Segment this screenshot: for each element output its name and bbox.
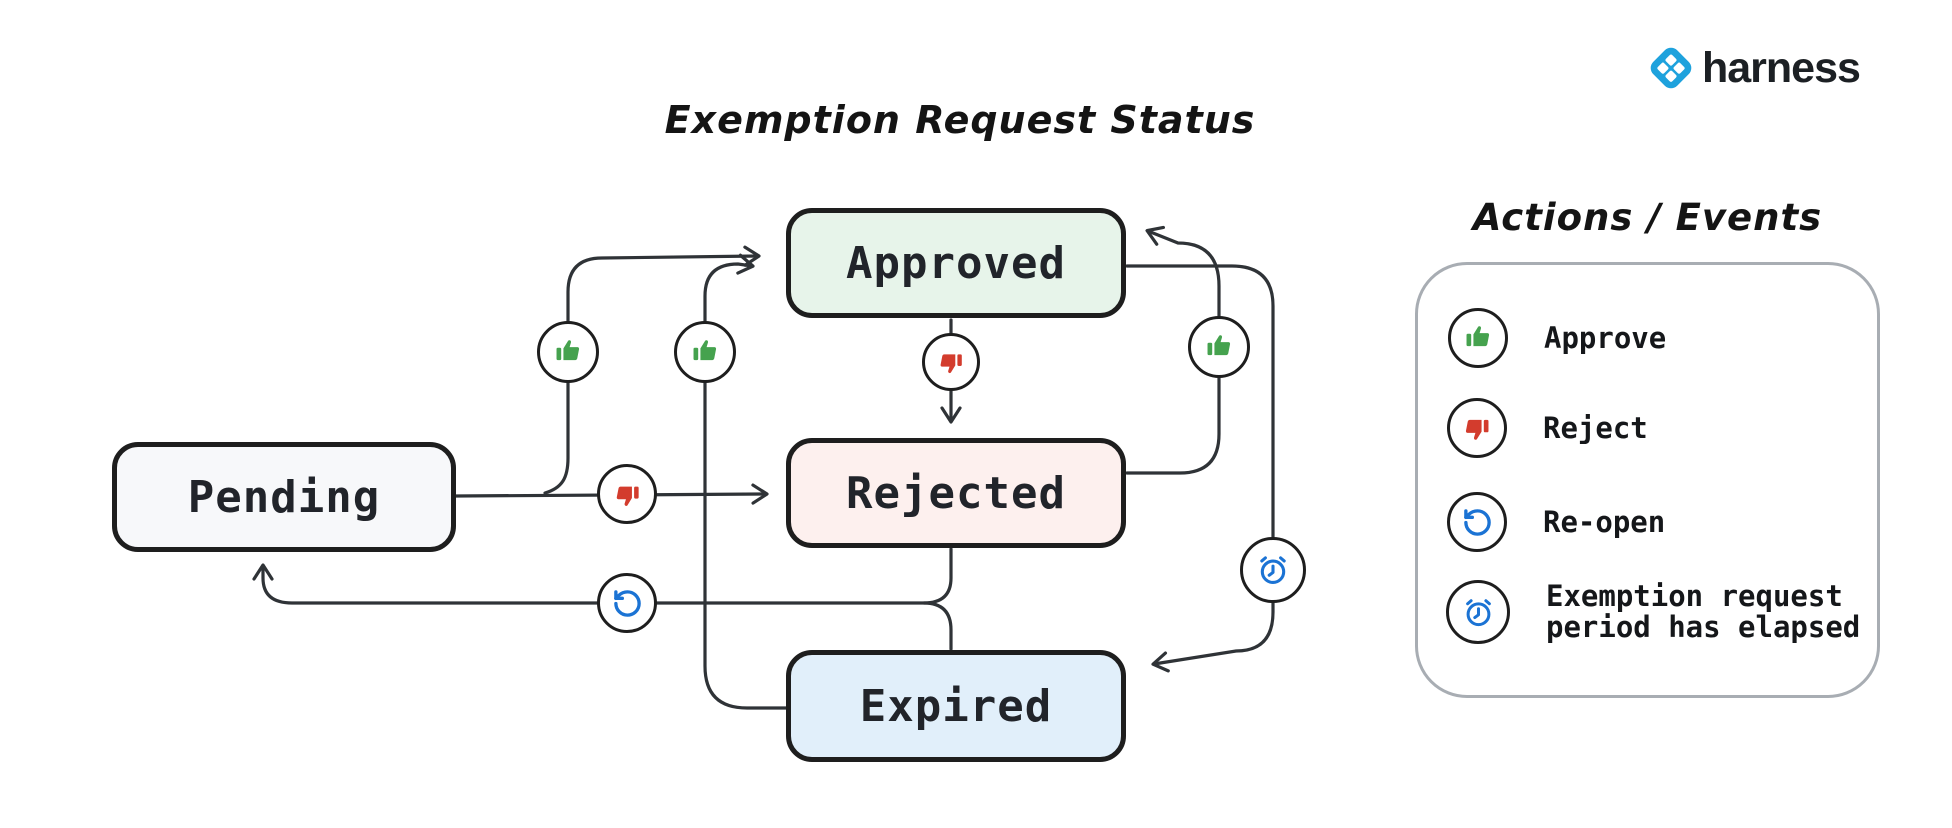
state-pending: Pending xyxy=(112,442,456,552)
legend-item-approve: Approve xyxy=(1448,308,1666,368)
state-approved-label: Approved xyxy=(846,237,1066,289)
state-pending-label: Pending xyxy=(187,471,381,523)
approve-badge-expired xyxy=(674,321,736,383)
thumbs-down-icon xyxy=(616,486,639,506)
edge-pending-approved xyxy=(543,245,761,495)
legend-reopen-circle xyxy=(1447,492,1507,552)
reopen-badge xyxy=(597,573,657,633)
legend-elapsed-label: Exemption request period has elapsed xyxy=(1546,579,1861,644)
thumbs-up-icon xyxy=(1207,335,1231,356)
state-rejected-label: Rejected xyxy=(846,467,1066,519)
approve-badge-rejected xyxy=(1188,316,1250,378)
legend-title: Actions / Events xyxy=(1472,196,1823,239)
harness-logo-icon xyxy=(1650,47,1692,89)
thumbs-up-icon xyxy=(556,340,580,361)
state-approved: Approved xyxy=(786,208,1126,318)
brand-name: harness xyxy=(1702,43,1861,92)
alarm-clock-icon xyxy=(1465,598,1491,626)
elapsed-badge xyxy=(1240,537,1306,603)
legend-approve-circle xyxy=(1448,308,1508,368)
legend-reject-label: Reject xyxy=(1543,410,1648,445)
edge-expired-join xyxy=(922,601,953,651)
thumbs-up-icon xyxy=(1466,326,1490,347)
diagram-title: Exemption Request Status xyxy=(664,98,1256,142)
reopen-icon xyxy=(613,589,641,617)
legend-approve-label: Approve xyxy=(1544,320,1667,355)
edge-approved-expired xyxy=(1125,264,1275,673)
legend-reopen-label: Re-open xyxy=(1543,504,1666,539)
alarm-clock-icon xyxy=(1260,556,1286,585)
thumbs-down-icon xyxy=(940,354,962,374)
brand-logo: harness xyxy=(1643,40,1861,96)
thumbs-down-icon xyxy=(1465,419,1489,440)
state-rejected: Rejected xyxy=(786,438,1126,548)
legend-item-reopen: Re-open xyxy=(1447,492,1665,552)
legend-reject-circle xyxy=(1447,398,1507,458)
edge-expired-approved xyxy=(703,253,789,710)
legend-alarm-circle xyxy=(1446,580,1510,644)
legend-item-elapsed: Exemption request period has elapsed xyxy=(1446,580,1896,644)
reject-badge-approved xyxy=(922,333,980,391)
state-expired: Expired xyxy=(786,650,1126,762)
reject-badge-pending xyxy=(597,464,657,524)
reopen-icon xyxy=(1463,508,1491,536)
thumbs-up-icon xyxy=(693,340,717,361)
approve-badge-pending xyxy=(537,321,599,383)
legend-item-reject: Reject xyxy=(1447,398,1648,458)
state-expired-label: Expired xyxy=(859,680,1053,732)
